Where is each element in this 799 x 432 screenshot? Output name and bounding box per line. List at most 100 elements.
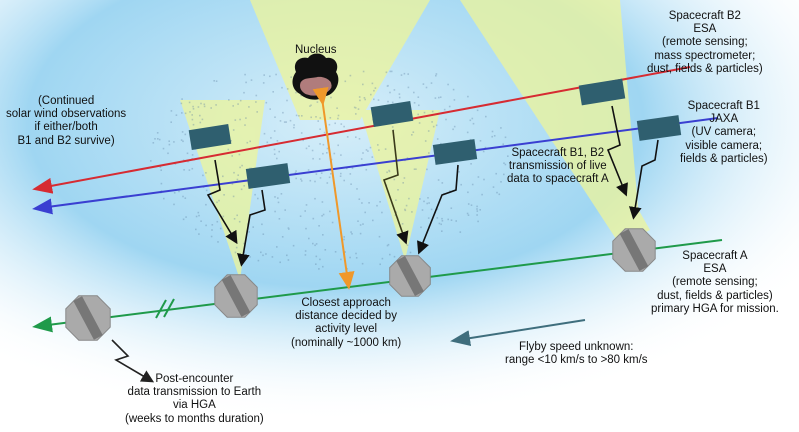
dust-speck: [249, 140, 251, 143]
dust-speck: [362, 223, 364, 225]
dust-speck: [419, 198, 421, 200]
dust-speck: [322, 234, 324, 236]
spacecraft-a-label: Spacecraft A ESA (remote sensing; dust, …: [651, 250, 779, 315]
dust-speck: [232, 105, 234, 107]
dust-speck: [491, 135, 493, 138]
dust-speck: [300, 178, 302, 180]
dust-speck: [440, 142, 442, 145]
dust-speck: [404, 208, 406, 211]
dust-speck: [330, 173, 332, 175]
dust-speck: [391, 101, 394, 104]
dust-speck: [324, 249, 327, 251]
dust-speck: [423, 200, 425, 203]
dust-speck: [315, 173, 318, 175]
dust-speck: [349, 74, 352, 77]
dust-speck: [192, 108, 195, 110]
dust-speck: [307, 169, 310, 171]
dust-speck: [452, 128, 454, 131]
dust-speck: [340, 258, 342, 261]
dust-speck: [355, 136, 357, 138]
dust-speck: [428, 152, 430, 154]
nucleus-body: [292, 53, 339, 100]
dust-speck: [252, 226, 254, 228]
dust-speck: [472, 122, 475, 125]
dust-speck: [355, 252, 357, 255]
dust-speck: [407, 86, 410, 89]
dust-speck: [304, 210, 306, 212]
spacecraft-b1-track: [32, 117, 719, 215]
dust-speck: [292, 244, 295, 247]
dust-speck: [362, 152, 364, 154]
flyby-speed-arrow: [450, 319, 586, 347]
dust-speck: [218, 199, 220, 202]
dust-speck: [283, 121, 286, 123]
dust-speck: [227, 148, 230, 151]
dust-speck: [424, 140, 427, 142]
dust-speck: [150, 160, 152, 162]
dust-speck: [191, 114, 193, 116]
dust-speck: [337, 117, 339, 120]
dust-speck: [312, 157, 314, 160]
dust-speck: [500, 181, 502, 183]
dust-speck: [372, 219, 374, 222]
dust-speck: [322, 213, 325, 216]
dust-speck: [305, 227, 307, 230]
dust-speck: [417, 113, 419, 116]
dust-speck: [492, 186, 495, 188]
dust-speck: [428, 202, 430, 204]
dust-speck: [304, 250, 307, 252]
dust-speck: [453, 99, 456, 101]
spacecraft-a-band: [396, 255, 424, 297]
dust-speck: [308, 145, 310, 147]
dust-speck: [467, 191, 469, 194]
b1-probe-2: [432, 139, 478, 165]
dust-speck: [211, 229, 213, 231]
dust-speck: [200, 220, 202, 222]
dust-speck: [174, 163, 177, 165]
dust-speck: [422, 83, 425, 85]
dust-speck: [358, 198, 361, 200]
dust-speck: [271, 256, 274, 258]
dust-speck: [477, 176, 480, 178]
spacecraft-a-band: [221, 275, 251, 317]
dust-speck: [248, 106, 250, 108]
dust-speck: [189, 111, 191, 113]
dust-speck: [329, 117, 332, 119]
transmission-arrow-1: [206, 159, 238, 245]
dust-speck: [315, 243, 318, 245]
dust-speck: [243, 91, 245, 94]
dust-speck: [321, 215, 323, 217]
dust-speck: [349, 256, 351, 259]
dust-speck: [379, 263, 381, 266]
dust-speck: [476, 205, 478, 208]
dust-speck: [287, 259, 290, 261]
dust-speck: [329, 210, 331, 213]
dust-speck: [359, 224, 362, 226]
dust-speck: [406, 244, 409, 246]
dust-speck: [300, 180, 303, 182]
dust-speck: [244, 73, 246, 76]
dust-speck: [246, 141, 249, 144]
dust-speck: [481, 193, 483, 196]
dust-speck: [236, 214, 238, 217]
dust-speck: [367, 150, 369, 152]
dust-speck: [390, 70, 393, 73]
dust-speck: [359, 232, 362, 235]
dust-speck: [471, 117, 474, 120]
dust-speck: [421, 209, 424, 211]
dust-speck: [483, 178, 485, 181]
dust-speck: [467, 95, 469, 98]
dust-speck: [378, 149, 380, 151]
dust-speck: [280, 193, 283, 195]
dust-speck: [412, 131, 415, 133]
dust-speck: [152, 142, 155, 144]
dust-speck: [195, 215, 198, 218]
dust-speck: [386, 244, 389, 247]
dust-speck: [154, 138, 156, 140]
dust-speck: [355, 113, 357, 115]
dust-speck: [349, 173, 352, 175]
dust-speck: [476, 208, 478, 210]
dust-speck: [243, 185, 245, 187]
dust-speck: [233, 171, 235, 174]
dust-speck: [262, 254, 264, 257]
